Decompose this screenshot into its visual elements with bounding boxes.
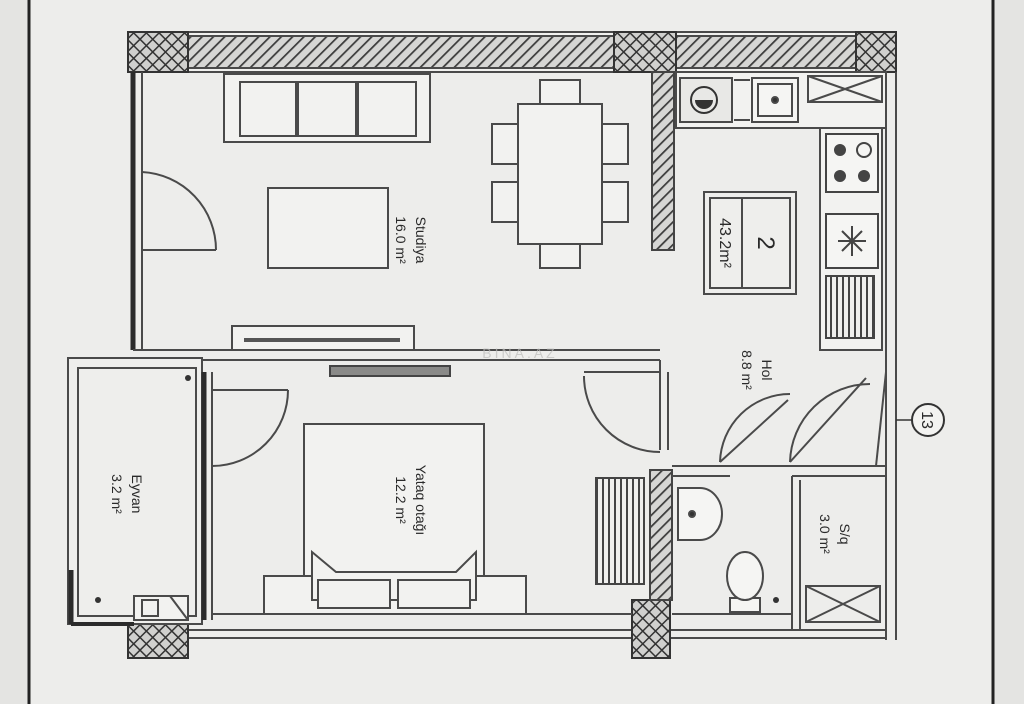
bedroom-doors xyxy=(211,371,661,467)
wardrobe-rail xyxy=(329,365,451,377)
outer-walls xyxy=(67,31,897,659)
room-area-studio: 16.0 m² xyxy=(393,216,409,264)
bathroom-partition-wall xyxy=(649,469,673,601)
bathroom-walls xyxy=(672,465,886,630)
bathroom-drain xyxy=(773,597,779,603)
watermark: BINA.AZ xyxy=(482,345,557,361)
kitchen-radiator xyxy=(825,275,875,339)
apartment-number: 2 xyxy=(752,236,779,249)
room-name-bedroom: Yataq otağı xyxy=(413,465,429,536)
balcony-drain-top xyxy=(185,375,191,381)
dining-set xyxy=(491,79,629,269)
label-bathroom: S/q 3.0 m² xyxy=(817,514,853,554)
fan-icon xyxy=(825,213,879,269)
sofa xyxy=(223,73,431,143)
room-area-hall: 8.8 m² xyxy=(739,350,755,390)
room-name-balcony: Eyvan xyxy=(129,475,145,514)
bed xyxy=(263,423,527,615)
kitchen-partition-wall xyxy=(651,71,675,251)
room-area-bedroom: 12.2 m² xyxy=(393,476,409,524)
toilet xyxy=(726,551,764,613)
apartment-total-area: 43.2m² xyxy=(716,218,733,268)
washbasin xyxy=(677,487,723,541)
bedroom-radiator xyxy=(595,477,645,585)
hall-doors xyxy=(719,371,887,467)
studio-door xyxy=(141,171,218,251)
coffee-table xyxy=(267,187,389,269)
room-area-bathroom: 3.0 m² xyxy=(817,514,833,554)
label-bedroom: Yataq otağı 12.2 m² xyxy=(393,465,429,536)
room-name-hall: Hol xyxy=(759,359,775,380)
balcony-door-frame xyxy=(133,595,189,621)
kitchen-sink xyxy=(734,77,799,123)
unit-marker-number: 13 xyxy=(918,411,935,429)
room-area-balcony: 3.2 m² xyxy=(109,474,125,514)
label-studio: Studiya 16.0 m² xyxy=(393,216,429,264)
room-name-bathroom: S/q xyxy=(837,523,853,544)
balcony-drain-bottom xyxy=(95,597,101,603)
label-hall: Hol 8.8 m² xyxy=(739,350,775,390)
tv-stand xyxy=(231,325,415,351)
apartment-badge xyxy=(703,191,797,295)
shaft xyxy=(805,585,881,623)
unit-marker xyxy=(896,403,945,437)
room-name-studio: Studiya xyxy=(413,217,429,264)
label-balcony: Eyvan 3.2 m² xyxy=(109,474,145,514)
stove-icon xyxy=(825,133,879,193)
washing-machine xyxy=(679,77,733,123)
